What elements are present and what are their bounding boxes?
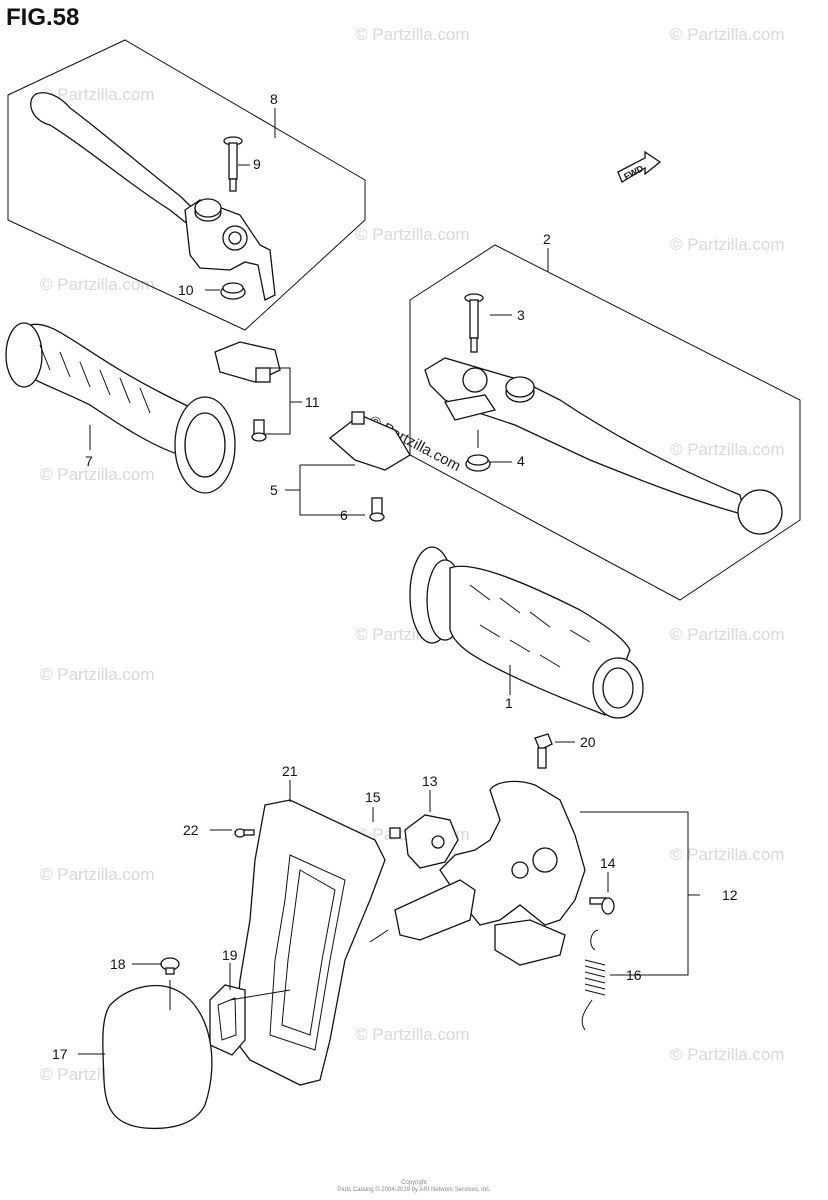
screw-22 xyxy=(234,828,255,838)
label-part-1: 1 xyxy=(505,695,513,711)
label-part-14: 14 xyxy=(600,855,616,871)
fwd-arrow-icon: FWD xyxy=(617,150,662,183)
leader-lines xyxy=(78,108,700,1055)
label-part-15: 15 xyxy=(365,789,381,805)
right-grip-1 xyxy=(409,546,644,719)
figure-title: FIG.58 xyxy=(6,4,80,31)
label-part-16: 16 xyxy=(626,967,642,983)
copyright-notice: Copyright Parts Catalog © 2004-2019 by A… xyxy=(0,1180,828,1194)
watermark: © Partzilla.com xyxy=(670,440,785,459)
switch-housing-12 xyxy=(394,780,586,966)
watermark: © Partzilla.com xyxy=(355,1025,470,1044)
watermark: © Partzilla.com xyxy=(670,25,785,44)
label-part-8: 8 xyxy=(270,91,278,107)
screw-18 xyxy=(160,957,180,975)
group-outline-2 xyxy=(409,244,801,601)
copyright-line1: Copyright xyxy=(401,1180,427,1186)
switch-11 xyxy=(214,341,281,442)
label-part-12: 12 xyxy=(722,887,738,903)
watermark: © Partzilla.com xyxy=(40,865,155,884)
label-part-3: 3 xyxy=(517,307,525,323)
label-part-19: 19 xyxy=(222,947,238,963)
left-lever-assembly xyxy=(30,92,276,301)
watermark: © Partzilla.com xyxy=(355,25,470,44)
left-grip-7 xyxy=(5,322,236,494)
label-part-22: 22 xyxy=(183,822,199,838)
nut-15 xyxy=(389,827,401,839)
spring-16 xyxy=(581,929,606,1031)
label-part-20: 20 xyxy=(580,734,596,750)
watermark: © Partzilla.com xyxy=(670,845,785,864)
label-part-4: 4 xyxy=(517,453,525,469)
watermark: © Partzilla.com xyxy=(355,225,470,244)
part-labels: 8 9 10 2 3 4 11 5 6 7 1 20 21 22 15 13 1… xyxy=(52,91,738,1062)
right-lever-assembly xyxy=(424,357,783,535)
label-part-7: 7 xyxy=(85,453,93,469)
watermark: © Partzilla.com xyxy=(40,275,155,294)
label-part-9: 9 xyxy=(253,156,261,172)
watermark: © Partzilla.com xyxy=(670,625,785,644)
label-part-21: 21 xyxy=(282,763,298,779)
watermark: © Partzilla.com xyxy=(670,1045,785,1064)
group-outline-8 xyxy=(7,39,366,331)
label-part-18: 18 xyxy=(110,956,126,972)
label-part-2: 2 xyxy=(543,231,551,247)
label-part-6: 6 xyxy=(340,507,348,523)
cover-21 xyxy=(234,799,386,1086)
label-part-17: 17 xyxy=(52,1046,68,1062)
pin-3 xyxy=(464,293,484,353)
nut-10 xyxy=(220,282,246,300)
rubber-19 xyxy=(209,984,246,1056)
label-part-5: 5 xyxy=(270,482,278,498)
nut-4 xyxy=(465,454,491,472)
label-part-10: 10 xyxy=(178,282,194,298)
cap-17 xyxy=(102,984,213,1130)
watermark: © Partzilla.com xyxy=(40,465,155,484)
watermark: © Partzilla.com xyxy=(40,665,155,684)
switch-13 xyxy=(404,814,459,869)
watermark: © Partzilla.com xyxy=(670,235,785,254)
label-part-11: 11 xyxy=(305,394,320,410)
screw-14 xyxy=(589,897,615,915)
pin-9 xyxy=(223,136,243,192)
switch-5 xyxy=(328,411,411,522)
watermark: © Partzilla.com xyxy=(40,85,155,104)
bolt-20 xyxy=(534,733,553,769)
copyright-line2: Parts Catalog © 2004-2019 by ARI Network… xyxy=(337,1187,491,1193)
label-part-13: 13 xyxy=(422,773,438,789)
